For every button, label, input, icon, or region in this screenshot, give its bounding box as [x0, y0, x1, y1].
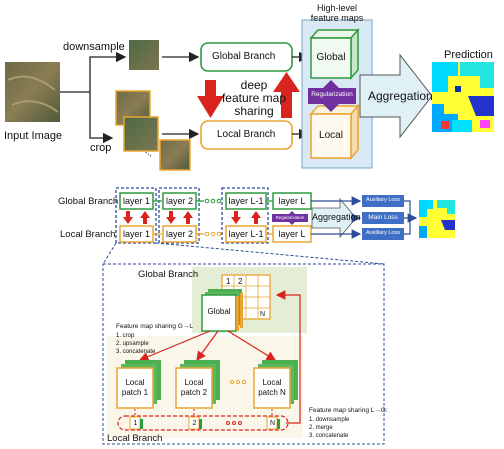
main-loss — [362, 212, 404, 224]
global-layerL1-label: layer L-1 — [228, 196, 264, 206]
bottom-ellipsis-dots — [229, 379, 247, 385]
local-layerL-label: layer L — [278, 229, 306, 239]
middle-prediction-map — [419, 200, 455, 238]
middle-aggregation-label: Aggregation — [312, 212, 361, 222]
local-patch-2-cube — [175, 360, 220, 409]
small-patch-n-num: N — [269, 420, 276, 427]
aux-loss-bottom — [362, 228, 404, 240]
aggregation-label: Aggregation — [368, 89, 433, 103]
aux-loss-top — [362, 195, 404, 207]
crop-arrow — [89, 92, 114, 144]
downsample-arrow — [60, 51, 127, 93]
local-patch-n-cube — [253, 360, 298, 409]
input-image-label: Input Image — [4, 130, 63, 142]
l2g-step-2: 2. merge — [309, 425, 333, 431]
g2l-step-1: 1. crop — [116, 333, 135, 339]
local-layer1-label: layer 1 — [122, 229, 150, 239]
middle-regularization-label: Regularization — [275, 215, 305, 220]
strip-ellipsis-dots — [226, 421, 242, 425]
global-cube — [309, 28, 360, 80]
patch-2-label: Local patch 2 — [180, 378, 208, 397]
bottom-local-branch-label: Local Branch — [107, 433, 163, 444]
bottom-global-label: Global — [207, 307, 231, 316]
grid-label-1: 1 — [226, 277, 231, 286]
sharing-down-arrow — [197, 80, 224, 118]
layer1-group — [115, 187, 157, 244]
cropped-patches — [115, 90, 191, 171]
high-level-label-1: High-level — [316, 3, 358, 13]
merge-strip — [117, 415, 289, 431]
local-branch-box — [200, 120, 293, 150]
prediction-map — [432, 62, 494, 132]
layerL1-group — [221, 187, 269, 244]
downsampled-image — [129, 40, 159, 70]
middle-local-branch-label: Local Branch — [60, 229, 116, 240]
downsample-label: downsample — [63, 41, 125, 53]
l2g-step-1: 1. downsample — [309, 417, 350, 423]
global-branch-label: Global Branch — [212, 51, 276, 62]
sharing-label-2: feature map — [221, 91, 287, 105]
detail-frame — [102, 263, 385, 445]
global-layer2-label: layer 2 — [165, 196, 193, 206]
l2g-title: Feature map sharing L→G: — [309, 407, 388, 414]
l2g-feedback-arrow — [275, 290, 301, 424]
small-patch-1-num: 1 — [133, 420, 138, 427]
crop-label: crop — [90, 142, 112, 154]
global-cube-label: Global — [316, 52, 346, 63]
middle-regularization — [272, 211, 308, 225]
g2l-step-2: 2. upsample — [116, 341, 149, 347]
sharing-label-1: deep — [240, 78, 268, 92]
regularization-label: Regularization — [311, 91, 353, 98]
global-layer1-label: layer 1 — [122, 196, 150, 206]
aux-loss-bottom-label: Auxiliary Loss — [366, 230, 400, 236]
regularization-arrow — [308, 80, 356, 112]
patch-1-label: Local patch 1 — [121, 378, 149, 397]
middle-sharing-arrows — [123, 211, 261, 224]
local-patch-1-cube — [116, 360, 161, 409]
grid-label-n: N — [260, 311, 266, 318]
l2g-step-3: 3. concatenate — [309, 433, 349, 439]
sharing-up-arrow — [273, 72, 300, 118]
g2l-title: Feature map sharing G→L — [116, 323, 193, 330]
aux-loss-top-label: Auxiliary Loss — [366, 197, 400, 203]
grid-label-2: 2 — [238, 277, 243, 286]
bottom-global-branch-label: Global Branch — [138, 269, 199, 280]
g2l-step-3: 3. concatenate — [116, 349, 156, 355]
global-feature-cube — [201, 289, 243, 332]
input-image — [5, 62, 60, 122]
middle-ellipsis-dots — [204, 198, 222, 237]
prediction-label: Prediction — [444, 49, 493, 61]
local-layerL1-label: layer L-1 — [228, 229, 264, 239]
patch-n-label: Local patch N — [258, 378, 286, 397]
middle-global-branch-label: Global Branch — [58, 196, 119, 207]
sharing-label-3: sharing — [234, 104, 274, 118]
small-patch-cubes — [129, 416, 280, 430]
local-cube — [309, 104, 360, 160]
local-branch-label: Local Branch — [217, 129, 276, 140]
local-layer2-label: layer 2 — [165, 229, 193, 239]
small-patch-2-num: 2 — [192, 420, 197, 427]
main-loss-label: Main Loss — [368, 214, 398, 221]
local-cube-label: Local — [319, 130, 343, 141]
high-level-label-2: feature maps — [310, 13, 364, 23]
global-layerL-label: layer L — [278, 196, 306, 206]
middle-aggregation-arrow — [311, 197, 357, 239]
aggregation-arrow — [359, 53, 433, 139]
layer2-group — [158, 187, 200, 244]
